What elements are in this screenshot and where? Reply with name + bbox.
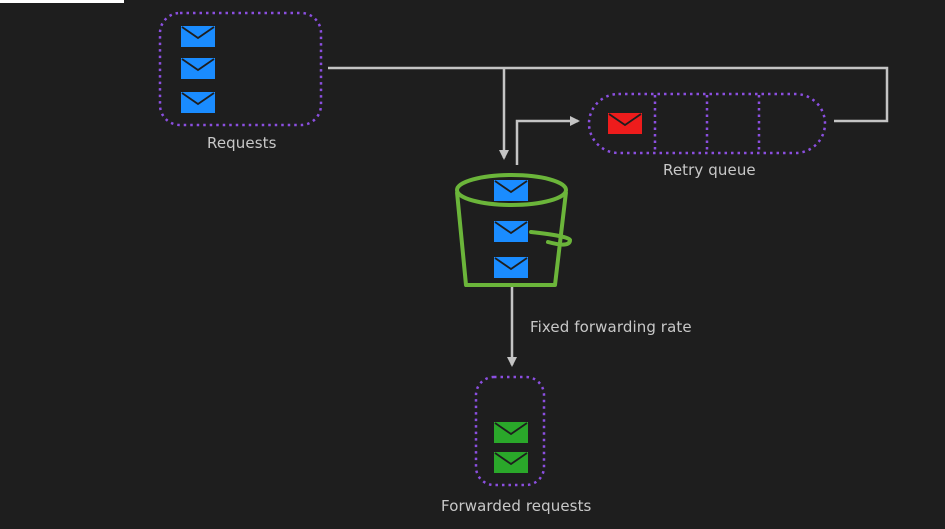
bucket-rim <box>455 173 568 207</box>
envelope-icon <box>608 113 642 134</box>
envelope-icon <box>181 26 215 47</box>
connectors <box>328 66 889 367</box>
forwarding-rate-label: Fixed forwarding rate <box>530 318 692 336</box>
bucket-handle <box>529 230 573 247</box>
retry-queue-label: Retry queue <box>663 161 756 179</box>
requests-line <box>328 66 889 123</box>
requests-box <box>158 11 323 127</box>
envelope-icon <box>494 422 528 443</box>
requests-label: Requests <box>207 134 277 152</box>
envelope-icon <box>494 180 528 201</box>
retry-queue-box <box>587 92 827 155</box>
forwarded-container <box>474 375 546 487</box>
retry-queue <box>587 92 827 155</box>
top-edge-bar <box>0 0 124 3</box>
envelope-icon <box>181 92 215 113</box>
requests-container <box>158 11 323 127</box>
forwarded-box <box>474 375 546 487</box>
arrow-to-retry-queue <box>515 116 580 165</box>
bucket-icon <box>455 173 573 287</box>
envelope-icon <box>181 58 215 79</box>
envelope-icon <box>494 257 528 278</box>
envelope-icon <box>494 452 528 473</box>
envelope-icon <box>494 221 528 242</box>
forwarded-requests-label: Forwarded requests <box>441 497 592 515</box>
bucket-body <box>455 191 568 287</box>
